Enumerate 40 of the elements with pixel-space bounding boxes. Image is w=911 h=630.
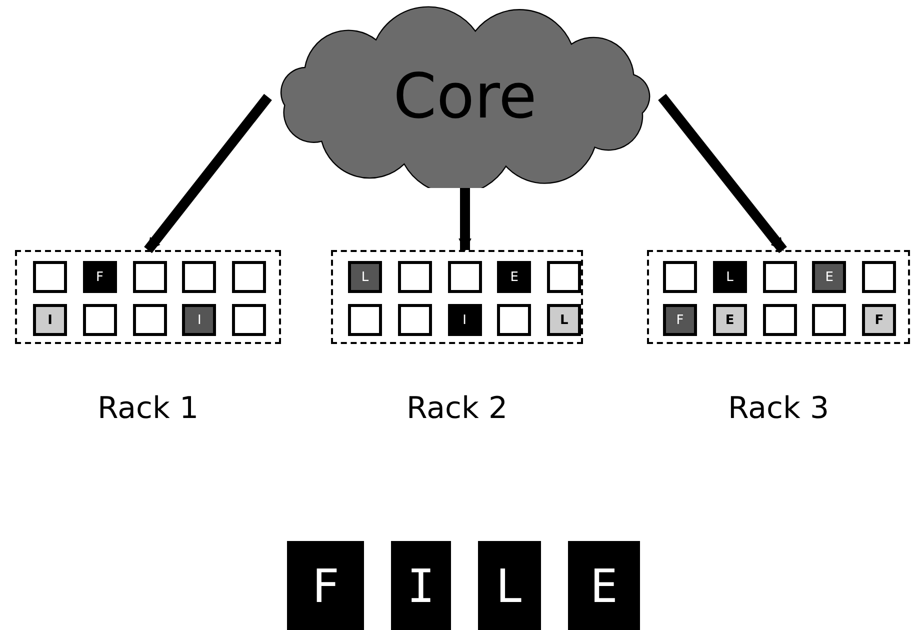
- letter-block: F: [287, 541, 364, 630]
- empty-slot: [762, 261, 797, 293]
- empty-slot: [132, 304, 167, 336]
- empty-slot: [547, 261, 582, 293]
- empty-slot: [348, 304, 382, 336]
- empty-slot: [33, 261, 67, 293]
- data-block: I: [33, 304, 67, 336]
- letter-block: L: [478, 541, 541, 630]
- data-block: L: [348, 261, 382, 293]
- empty-slot: [232, 304, 266, 336]
- empty-slot: [663, 261, 697, 293]
- data-block: E: [812, 261, 846, 293]
- empty-slot: [812, 304, 846, 336]
- empty-slot: [232, 261, 266, 293]
- data-block: I: [182, 304, 216, 336]
- data-block: F: [82, 261, 117, 293]
- rack-label: Rack 1: [96, 391, 200, 426]
- empty-slot: [398, 261, 432, 293]
- node-label: Core: [393, 59, 537, 132]
- link-line: [658, 94, 787, 254]
- data-block: I: [448, 304, 482, 336]
- empty-slot: [762, 304, 797, 336]
- empty-slot: [862, 261, 896, 293]
- link-line: [144, 94, 272, 254]
- data-block: E: [497, 261, 532, 293]
- data-block: L: [547, 304, 582, 336]
- empty-slot: [82, 304, 117, 336]
- empty-slot: [398, 304, 432, 336]
- data-block: F: [862, 304, 896, 336]
- data-block: E: [712, 304, 747, 336]
- rack-label: Rack 2: [405, 391, 509, 426]
- empty-slot: [132, 261, 167, 293]
- rack-label: Rack 3: [726, 391, 830, 426]
- data-block: L: [712, 261, 747, 293]
- data-block: F: [663, 304, 697, 336]
- empty-slot: [182, 261, 216, 293]
- empty-slot: [497, 304, 532, 336]
- letter-block: I: [391, 541, 451, 630]
- empty-slot: [448, 261, 482, 293]
- letter-block: E: [568, 541, 640, 630]
